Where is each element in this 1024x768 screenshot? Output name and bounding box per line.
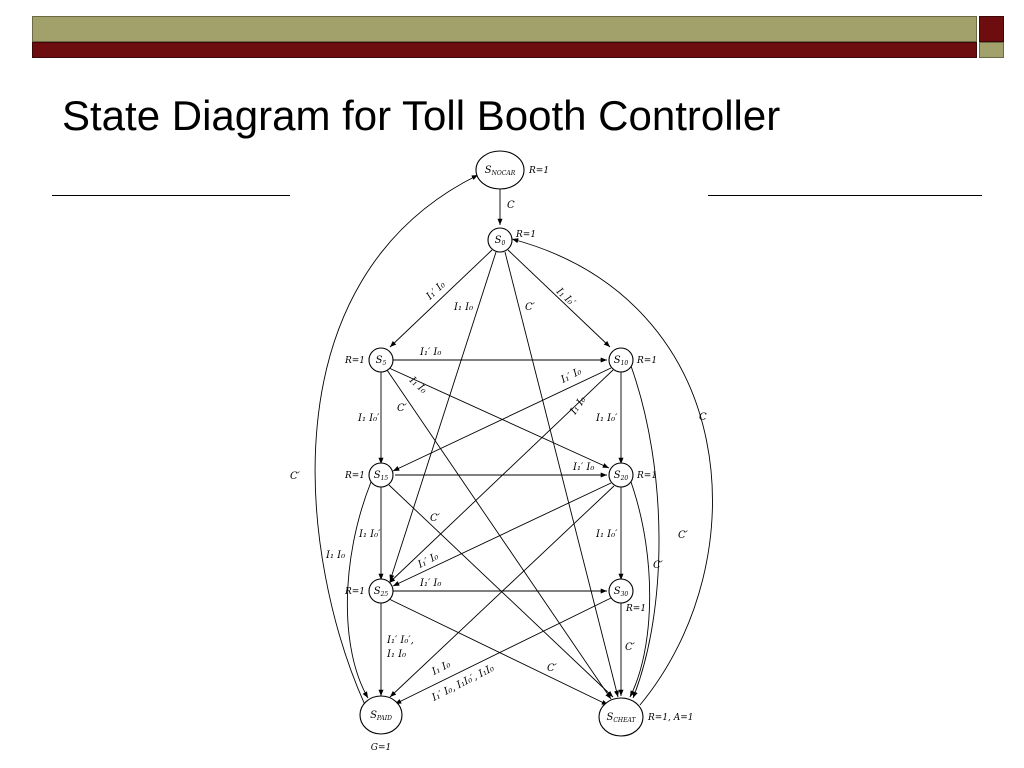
state-s20 [608, 462, 634, 488]
label-s0-s5: I₁′ I₀ [424, 280, 448, 303]
output-s15: R=1 [344, 471, 365, 481]
state-cheat-name: SCHEAT [606, 712, 636, 724]
state-s10 [608, 347, 634, 373]
output-s10: R=1 [636, 356, 657, 366]
output-s5: R=1 [344, 356, 365, 366]
state-paid-name: SPAID [370, 710, 392, 722]
state-s10-name: S10 [614, 355, 629, 367]
label-s15-s25: I₁ I₀′ [358, 529, 381, 540]
state-s15 [368, 462, 394, 488]
state-s0 [487, 227, 513, 253]
state-s20-name: S20 [614, 470, 629, 482]
edge-s0-s25 [389, 251, 497, 582]
output-s30: R=1 [625, 604, 646, 614]
output-paid: G=1 [371, 743, 391, 753]
edge-s15-paid [346, 481, 372, 699]
state-s5-name: S5 [376, 355, 387, 367]
edge-s10-cheat [630, 365, 660, 699]
label-s20-cheat: C′ [653, 560, 664, 571]
edge-s0-s10 [507, 249, 611, 348]
edge-s20-s25 [392, 482, 612, 587]
edge-s25-cheat [388, 598, 609, 706]
edge-s20-cheat [629, 481, 651, 698]
label-s10-cheat: C′ [678, 530, 689, 541]
label-s25-cheat: C′ [547, 663, 558, 674]
header-corner-maroon [979, 16, 1004, 42]
edge-s0-s5 [389, 249, 493, 348]
state-s15-name: S15 [374, 470, 389, 482]
output-nocar: R=1 [528, 166, 549, 176]
output-s25: R=1 [344, 587, 365, 597]
state-paid [359, 695, 403, 735]
label-cheat-s0: C [699, 412, 707, 423]
label-s20-s30: I₁ I₀′ [595, 529, 618, 540]
label-s5-cheat: C′ [397, 403, 408, 414]
edge-s10-s25 [388, 369, 614, 584]
label-nocar-s0: C [507, 200, 515, 211]
label-s15-s20: I₁′ I₀ [572, 462, 594, 473]
label-s25-s30: I₁′ I₀ [419, 578, 441, 589]
edge-s5-cheat [386, 369, 612, 700]
output-cheat: R=1, A=1 [647, 713, 694, 723]
state-output-labels: R=1 R=1 R=1 R=1 R=1 R=1 R=1 R=1 G=1 R=1,… [344, 166, 694, 753]
label-s10-s20: I₁ I₀′ [595, 413, 618, 424]
transition-lines [314, 174, 713, 706]
header-bar-maroon [32, 42, 977, 58]
edge-cheat-s0 [511, 238, 713, 706]
header-bar-olive [32, 16, 977, 42]
label-s25-paid-line1: I₁′ I₀′, [386, 635, 414, 646]
state-name-labels: SNOCAR S0 S5 S10 S15 S20 S25 S30 SPAID S… [370, 165, 636, 724]
title-rule-left [52, 195, 290, 196]
label-s10-s25: I₁ I₀ [568, 395, 589, 418]
state-nocar-name: SNOCAR [485, 165, 516, 177]
title-rule-right [708, 195, 982, 196]
output-s20: R=1 [636, 471, 657, 481]
state-nocar [475, 150, 525, 190]
label-s0-s25: I₁ I₀ [453, 302, 473, 313]
state-s5 [368, 347, 394, 373]
state-s30-name: S30 [614, 586, 629, 598]
state-s25 [368, 578, 394, 604]
label-s15-cheat: C′ [430, 513, 441, 524]
transition-labels: C I₁′ I₀ I₁ I₀′ I₁ I₀ C′ I₁′ I₀ I₁ I₀′ I… [290, 200, 707, 704]
label-s30-paid-a: I₁ I₀ [429, 659, 452, 678]
edge-paid-nocar [314, 174, 479, 706]
label-s15-paid: I₁ I₀ [325, 550, 345, 561]
label-s5-s15: I₁ I₀′ [357, 413, 380, 424]
state-s0-name: S0 [495, 235, 506, 247]
edge-s0-cheat [504, 251, 619, 698]
edge-s20-paid [389, 485, 615, 698]
state-diagram: SNOCAR S0 S5 S10 S15 S20 S25 S30 SPAID S… [290, 150, 713, 753]
state-cheat [598, 697, 644, 737]
slide-title: State Diagram for Toll Booth Controller [62, 92, 781, 139]
header-corner-olive [979, 42, 1004, 58]
edge-s5-s20 [388, 367, 610, 469]
label-s30-cheat: C′ [625, 642, 636, 653]
edge-s30-paid [394, 597, 612, 705]
state-s30 [608, 578, 634, 604]
label-s0-s10: I₁ I₀′ [553, 285, 577, 309]
state-s25-name: S25 [374, 586, 389, 598]
label-s0-cheat: C′ [525, 302, 536, 313]
state-nodes [359, 150, 644, 737]
label-paid-nocar: C′ [290, 471, 301, 482]
label-s25-paid-line2: I₁ I₀ [386, 649, 406, 660]
edge-s10-s15 [392, 367, 612, 472]
label-s5-s10: I₁′ I₀ [419, 347, 441, 358]
output-s0: R=1 [515, 230, 536, 240]
